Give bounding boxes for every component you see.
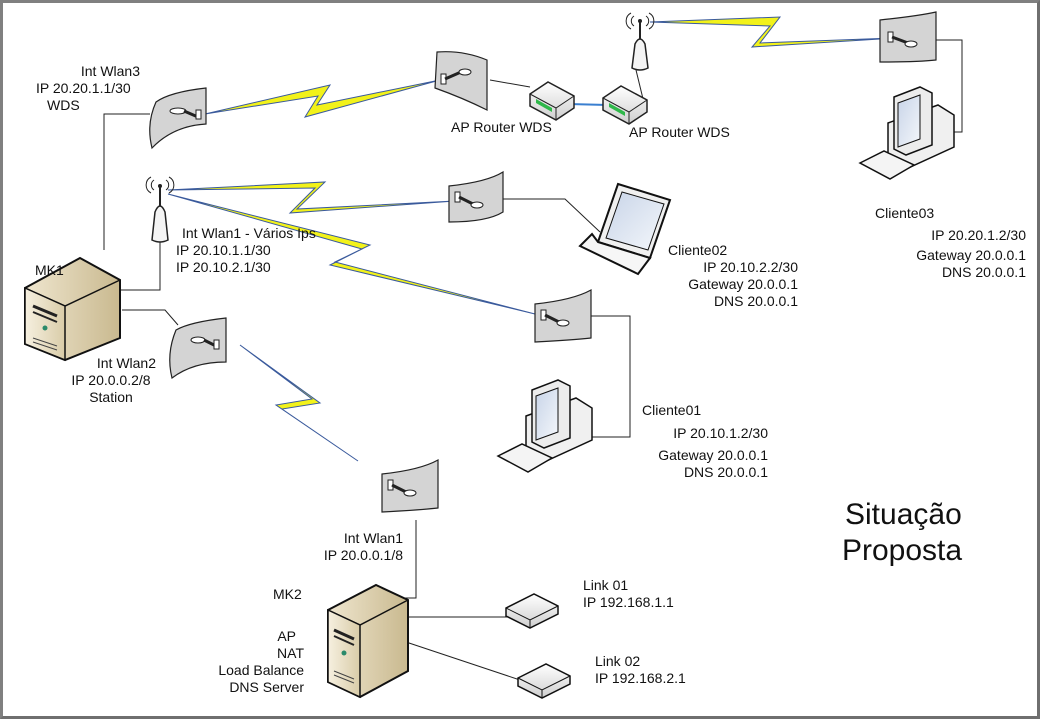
link-mk1-wlan1-antenna — [120, 242, 161, 291]
cliente01-label: Cliente01 IP 20.10.1.2/30 Gateway 20.0.0… — [626, 402, 768, 481]
wlan3-ip: IP 20.20.1.1/30 — [36, 80, 131, 96]
cliente03-gateway: Gateway 20.0.0.1 — [916, 247, 1026, 263]
cliente02-ip: IP 20.10.2.2/30 — [703, 259, 798, 275]
omni-antenna-mk1 — [145, 176, 175, 243]
wlan2-name: Int Wlan2 — [96, 355, 156, 371]
link02-name: Link 02 — [595, 653, 641, 669]
mk2-wlan1-ip: IP 20.0.0.1/8 — [323, 547, 403, 563]
wlan3-name: Int Wlan3 — [80, 63, 140, 79]
cliente01-gateway: Gateway 20.0.0.1 — [658, 447, 768, 463]
bolt-wlan1-cliente02 — [167, 181, 456, 214]
link01-modem-icon — [505, 593, 559, 629]
link-panel-aprouter1 — [489, 79, 531, 88]
cliente02-name: Cliente02 — [668, 242, 728, 258]
panel-antenna-cliente02 — [448, 170, 504, 223]
link-panel-cliente01 — [590, 315, 631, 438]
ap-router-2-label: AP Router WDS — [629, 124, 730, 140]
bolt-wlan2-mk2 — [239, 344, 359, 462]
cliente03-ip: IP 20.20.1.2/30 — [931, 227, 1026, 243]
cliente01-dns: DNS 20.0.0.1 — [683, 464, 768, 480]
title-line-2: Proposta — [842, 534, 963, 567]
panel-antenna-wlan2 — [169, 317, 227, 380]
ap-router-2-icon — [602, 85, 648, 125]
mk2-role-ap: AP — [277, 628, 296, 644]
mk1-wlan1-label: Int Wlan1 - Vários Ips IP 20.10.1.1/30 I… — [176, 225, 316, 276]
wlan2-ip: IP 20.0.0.2/8 — [71, 372, 151, 388]
mk1-wlan2-label: Int Wlan2 IP 20.0.0.2/8 Station — [56, 355, 166, 406]
panel-antenna-mk2-wlan1 — [381, 458, 439, 513]
mk2-wlan1-name: Int Wlan1 — [343, 530, 403, 546]
panel-antenna-cliente03 — [879, 11, 937, 63]
link01-name: Link 01 — [583, 577, 629, 593]
cliente03-pc-icon — [858, 86, 955, 180]
link-panel-cliente02 — [500, 198, 601, 233]
link-mk2-link02 — [399, 639, 521, 681]
bolt-wds-cliente03 — [649, 16, 896, 48]
link01-label: Link 01 IP 192.168.1.1 — [583, 577, 674, 611]
link02-label: Link 02 IP 192.168.2.1 — [595, 653, 686, 687]
omni-antenna-wds — [625, 12, 655, 71]
mk2-server-icon — [327, 583, 409, 699]
mk1-wlan3-label: Int Wlan3 IP 20.20.1.1/30 WDS — [30, 63, 140, 114]
cliente02-label: Cliente02 IP 20.10.2.2/30 Gateway 20.0.0… — [640, 242, 798, 310]
cliente03-dns: DNS 20.0.0.1 — [941, 264, 1026, 280]
ap-router-1-icon — [529, 81, 575, 121]
link02-ip: IP 192.168.2.1 — [595, 670, 686, 686]
wlan3-mode: WDS — [47, 97, 80, 113]
mk1-server-icon — [24, 256, 121, 362]
wlan2-mode: Station — [89, 389, 133, 405]
link-mk1-wlan3 — [103, 113, 150, 250]
mk2-wlan1-label: Int Wlan1 IP 20.0.0.1/8 — [300, 530, 403, 564]
mk1-name-label: MK1 — [35, 262, 64, 278]
link01-ip: IP 192.168.1.1 — [583, 594, 674, 610]
cliente02-gateway: Gateway 20.0.0.1 — [688, 276, 798, 292]
mk2-roles-label: AP NAT Load Balance DNS Server — [200, 628, 304, 696]
ap-router-1-label: AP Router WDS — [451, 119, 552, 135]
panel-antenna-wlan3 — [149, 87, 207, 150]
panel-antennas — [149, 11, 937, 513]
cliente01-ip: IP 20.10.1.2/30 — [673, 425, 768, 441]
wlan1-ip2: IP 20.10.2.1/30 — [176, 259, 271, 275]
cliente01-pc-icon — [496, 379, 593, 473]
cliente02-dns: DNS 20.0.0.1 — [713, 293, 798, 309]
wired-links — [103, 39, 963, 681]
wlan1-ip1: IP 20.10.1.1/30 — [176, 242, 271, 258]
mk2-role-load-balance: Load Balance — [218, 662, 304, 678]
cliente03-label: Cliente03 IP 20.20.1.2/30 Gateway 20.0.0… — [860, 205, 1028, 281]
wlan1-name: Int Wlan1 - Vários Ips — [182, 225, 316, 241]
mk2-name-label: MK2 — [273, 586, 302, 602]
cliente03-name: Cliente03 — [875, 205, 935, 221]
mk2-role-nat: NAT — [277, 645, 304, 661]
link02-modem-icon — [517, 663, 571, 699]
panel-antenna-wds — [434, 51, 488, 111]
diagram-title: Situação Proposta — [842, 497, 963, 569]
cliente01-name: Cliente01 — [642, 402, 702, 418]
mk2-role-dns-server: DNS Server — [229, 679, 304, 695]
link-panel-cliente03 — [930, 39, 963, 133]
cliente02-laptop-icon — [578, 182, 672, 276]
title-line-1: Situação — [845, 498, 962, 531]
link-mk1-wlan2 — [122, 309, 179, 326]
bolt-wlan3-wds — [204, 79, 441, 118]
panel-antenna-cliente01 — [534, 288, 592, 343]
